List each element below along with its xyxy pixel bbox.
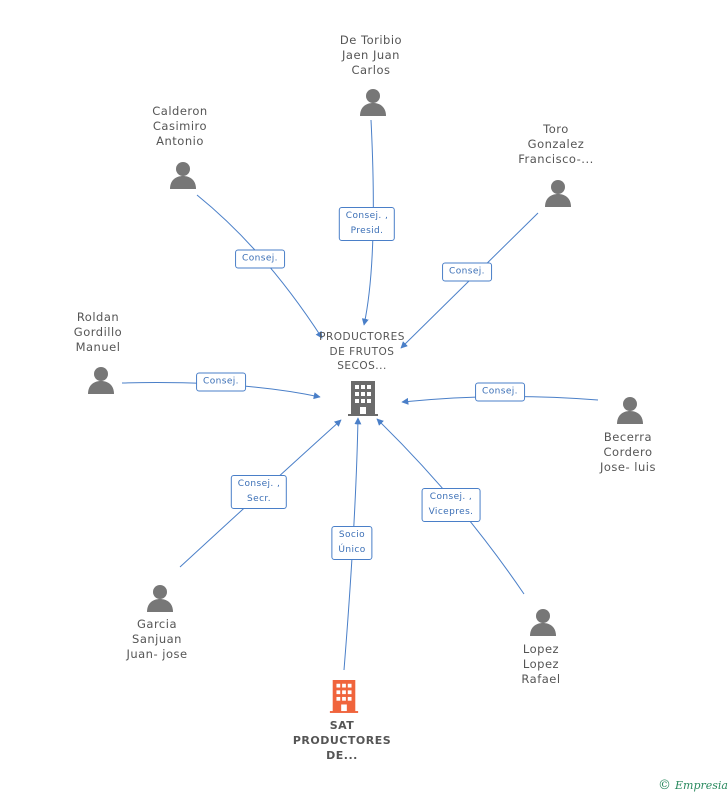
person-label-toro[interactable]: Toro Gonzalez Francisco-... bbox=[518, 122, 594, 166]
brand-name: Empresia bbox=[675, 779, 728, 792]
edge-label-calderon[interactable]: Consej. bbox=[235, 249, 285, 269]
edge-label-toro[interactable]: Consej. bbox=[442, 262, 492, 282]
edge-label-becerra[interactable]: Consej. bbox=[475, 382, 525, 402]
person-icon[interactable] bbox=[528, 607, 558, 637]
edge-label-lopez[interactable]: Consej. , Vicepres. bbox=[421, 488, 481, 522]
origin-company-label[interactable]: SAT PRODUCTORES DE... bbox=[292, 719, 392, 762]
person-label-de-toribio[interactable]: De Toribio Jaen Juan Carlos bbox=[339, 33, 403, 77]
person-label-garcia[interactable]: Garcia Sanjuan Juan- jose bbox=[126, 617, 188, 661]
person-icon[interactable] bbox=[358, 87, 388, 117]
copyright-icon: © bbox=[658, 778, 671, 793]
person-label-roldan[interactable]: Roldan Gordillo Manuel bbox=[73, 310, 123, 354]
edge-label-garcia[interactable]: Consej. , Secr. bbox=[230, 475, 288, 509]
person-label-lopez[interactable]: Lopez Lopez Rafael bbox=[521, 642, 561, 686]
person-icon[interactable] bbox=[168, 160, 198, 190]
person-icon[interactable] bbox=[615, 395, 645, 425]
building-icon[interactable] bbox=[346, 379, 380, 417]
person-label-calderon[interactable]: Calderon Casimiro Antonio bbox=[152, 104, 208, 148]
building-icon[interactable] bbox=[328, 678, 360, 714]
edge-label-roldan[interactable]: Consej. bbox=[196, 372, 246, 392]
edge-label-de-toribio[interactable]: Consej. , Presid. bbox=[338, 207, 396, 241]
edge-label-origin[interactable]: Socio Único bbox=[331, 526, 373, 560]
footer-brand[interactable]: © Empresia bbox=[658, 778, 728, 793]
person-icon[interactable] bbox=[86, 365, 116, 395]
edge-de-toribio bbox=[361, 119, 374, 326]
person-icon[interactable] bbox=[145, 583, 175, 613]
person-icon[interactable] bbox=[543, 178, 573, 208]
person-label-becerra[interactable]: Becerra Cordero Jose- luis bbox=[600, 430, 656, 474]
center-company-label[interactable]: PRODUCTORES DE FRUTOS SECOS... bbox=[319, 331, 405, 372]
